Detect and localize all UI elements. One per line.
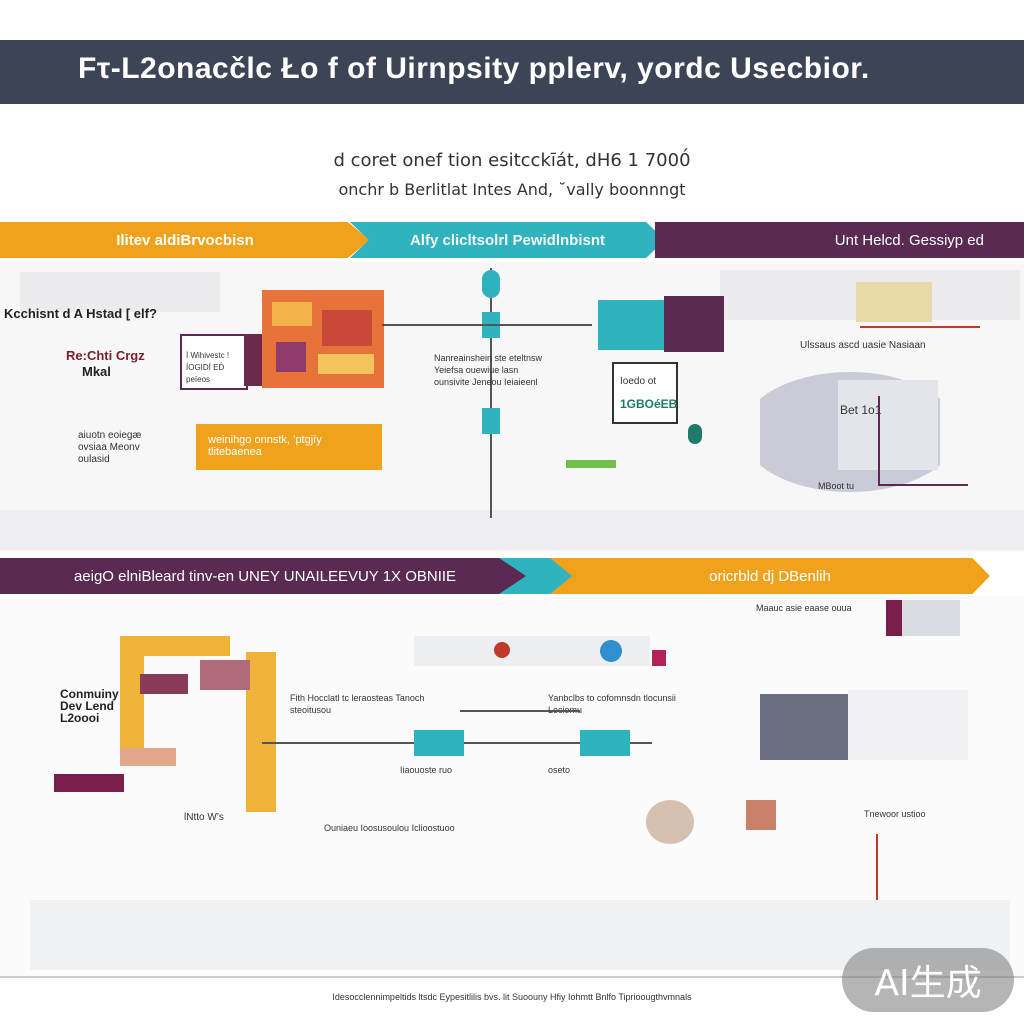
orange-illustration bbox=[262, 290, 384, 388]
plum-connector-line bbox=[878, 396, 880, 486]
section-band-1: Ilitev aldiBrvocbisn Alfy clicltsolrl Pe… bbox=[0, 222, 1024, 258]
document-panel bbox=[848, 690, 968, 760]
connector-line bbox=[460, 710, 580, 712]
subtitle-line-2: onchr b Berlitlat Intes And, ˘vally boon… bbox=[338, 180, 686, 199]
info-card: İ Wihivestc ! ÍOGIDÍ ED́ peíeos bbox=[180, 334, 248, 390]
header-bar: Fτ-L2onacčlc Ło f of Uirnpsity pplerv, y… bbox=[0, 40, 1024, 104]
peach-block bbox=[120, 748, 176, 766]
magenta-node-icon bbox=[652, 650, 666, 666]
illustration-shape bbox=[272, 302, 312, 326]
section-1-label-a: Kcchisnt d A Hstad [ elf? bbox=[4, 306, 157, 321]
note-1: Iiaouoste ruo bbox=[400, 765, 453, 775]
background-building-shape bbox=[20, 272, 220, 312]
band-1-right-label: Unt Helcd. Gessiyp ed bbox=[834, 231, 984, 249]
page-title: Fτ-L2onacčlc Ło f of Uirnpsity pplerv, y… bbox=[78, 52, 870, 85]
subtitle-line-1: d coret onef tion esitcckīát, dH6 1 7000… bbox=[333, 150, 691, 171]
ai-generated-watermark: AI生成 bbox=[842, 948, 1014, 1012]
plum-block bbox=[54, 774, 124, 792]
orange-callout-text: weinihgo onnstk, ’ptgjīy tlitebaenea bbox=[208, 434, 322, 458]
orange-pipe-vertical bbox=[120, 636, 144, 756]
right-caption: Ulssaus ascd uasie Nasiaan bbox=[800, 340, 926, 351]
teal-device-icon bbox=[580, 730, 630, 756]
teal-device-icon bbox=[598, 300, 664, 350]
plum-device-icon bbox=[664, 296, 724, 352]
blue-node-icon bbox=[600, 640, 622, 662]
image-tile-accent bbox=[886, 600, 902, 636]
red-connector-line bbox=[876, 834, 878, 924]
band-1-middle-label: Alfy clicltsolrl Pewidlnbisnt bbox=[409, 231, 606, 249]
band-2-right-chevron: oricrbld dj DBenlih bbox=[550, 558, 990, 594]
plum-block bbox=[200, 660, 250, 690]
info-card-accent bbox=[244, 334, 264, 386]
band-1-middle-chevron: Alfy clicltsolrl Pewidlnbisnt bbox=[350, 222, 665, 258]
tree-icon bbox=[688, 424, 702, 444]
red-connector-line bbox=[860, 326, 980, 328]
footer-text: Idesocclennimpeltids ltsdc Eypesitlilis … bbox=[332, 992, 692, 1002]
orange-pipe-horizontal bbox=[120, 636, 230, 656]
gear-cluster-icon bbox=[646, 800, 694, 844]
teal-node-icon bbox=[482, 408, 500, 434]
green-bar bbox=[566, 460, 616, 468]
teal-device-icon bbox=[414, 730, 464, 756]
section-1-label-b2: Mkal bbox=[82, 364, 111, 379]
info-card-text: İ Wihivestc ! ÍOGIDÍ ED́ peíeos bbox=[186, 351, 230, 384]
band-2-right-label: oricrbld dj DBenlih bbox=[709, 567, 831, 585]
section-2-mid-text-b: Yanbclbs to cofomnsdn tlocunsii Leciomu bbox=[548, 693, 676, 715]
section-2-caption: lNtto W’s bbox=[184, 812, 224, 823]
monitor-illustration bbox=[760, 694, 848, 760]
orange-pipe-vertical bbox=[246, 652, 276, 812]
badge-line-2: 1GBOéEB bbox=[620, 397, 678, 411]
map-panel bbox=[838, 380, 938, 470]
section-band-2: aeigO elniBleard tinv-en UNEY UNAILEEVUY… bbox=[0, 558, 1024, 594]
crowd-illustration bbox=[856, 282, 932, 322]
band-1-left-label: Ilitev aldiBrvocbisn bbox=[116, 231, 254, 249]
teal-node-icon bbox=[482, 270, 500, 298]
right-bottom-note: MBoot tu bbox=[818, 481, 855, 491]
right-note: Bet 1o1 bbox=[840, 403, 882, 417]
section-2-right-text-2: Tnewoor ustioo bbox=[864, 809, 926, 819]
section-2-bottom-text: Ouniaeu Ioosusoulou Iclioostuoo bbox=[324, 823, 455, 833]
band-1-right-chevron: Unt Helcd. Gessiyp ed bbox=[655, 222, 1024, 258]
band-2-left-chevron: aeigO elniBleard tinv-en UNEY UNAILEEVUY… bbox=[0, 558, 530, 594]
footer-divider bbox=[0, 976, 1024, 978]
illustration-shape bbox=[322, 310, 372, 346]
section-2-left-label: Conmuiny Dev Lend L2oooi bbox=[60, 687, 119, 725]
section-2-right-text: Maauc asie eaase ouua bbox=[756, 603, 852, 613]
connector-line bbox=[490, 268, 492, 518]
building-icon bbox=[746, 800, 776, 830]
badge-card: Ioedo ot 1GBOéEB bbox=[612, 362, 678, 424]
note-2: oseto bbox=[548, 765, 571, 775]
section-1-label-b: Re:Chti Crgz bbox=[66, 348, 145, 363]
middle-description: Nanreainshein ste eteltnsw Yeiefsa ouewi… bbox=[434, 353, 543, 387]
side-note: aiuotn eoiegæ ovsiaa Meonv oulasid bbox=[78, 430, 142, 465]
section-2-mid-text-a: Fith Hocclatl tc leraosteas Tanoch steoi… bbox=[290, 693, 425, 715]
bottom-ghost-row bbox=[30, 900, 1010, 970]
band-1-left-chevron: Ilitev aldiBrvocbisn bbox=[0, 222, 370, 258]
plum-connector-line bbox=[878, 484, 968, 486]
background-floor-shape bbox=[0, 510, 1024, 550]
red-node-icon bbox=[494, 642, 510, 658]
badge-line-1: Ioedo ot bbox=[620, 376, 657, 387]
band-2-left-label: aeigO elniBleard tinv-en UNEY UNAILEEVUY… bbox=[73, 567, 457, 585]
connector-line bbox=[382, 324, 592, 326]
orange-callout-box: weinihgo onnstk, ’ptgjīy tlitebaenea bbox=[196, 424, 382, 470]
illustration-shape bbox=[276, 342, 306, 372]
illustration-shape bbox=[318, 354, 374, 374]
plum-block bbox=[140, 674, 188, 694]
